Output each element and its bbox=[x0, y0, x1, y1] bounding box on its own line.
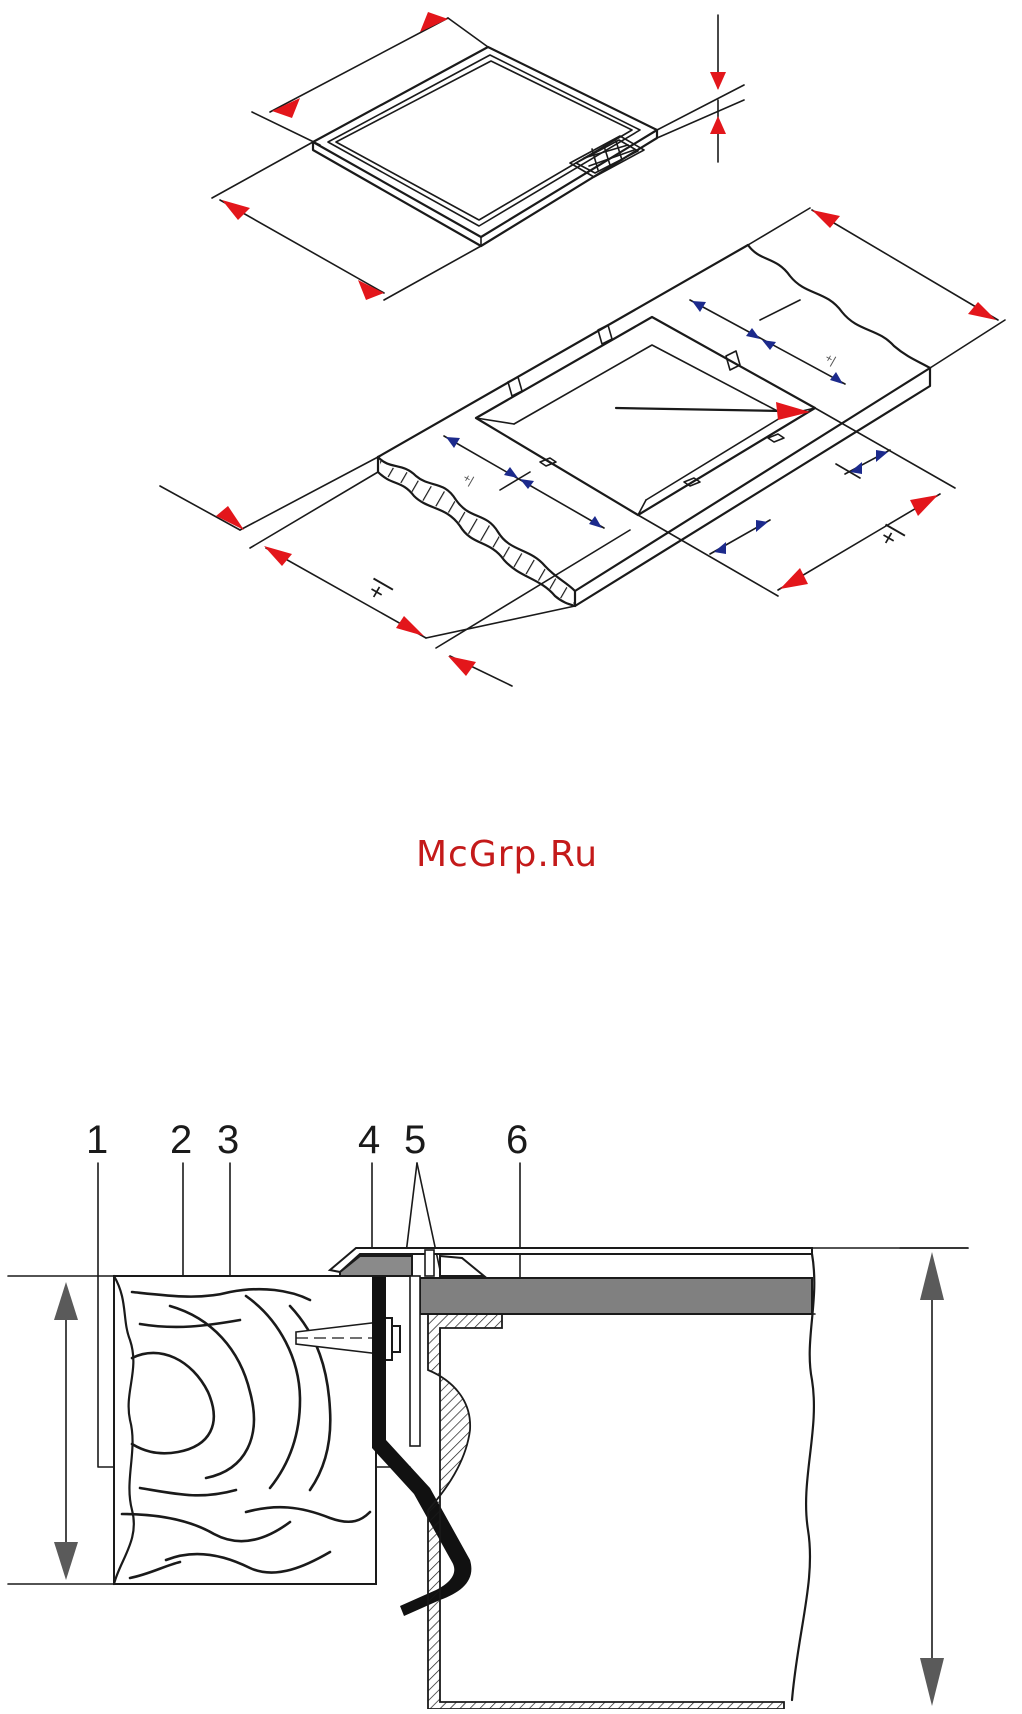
callout-4: 4 bbox=[358, 1118, 380, 1162]
callout-6: 6 bbox=[506, 1118, 528, 1162]
worktop-wood-section bbox=[8, 1276, 376, 1584]
red-arrow bbox=[910, 495, 938, 516]
red-arrow bbox=[448, 656, 476, 676]
red-arrow bbox=[216, 506, 244, 530]
hob-isometric bbox=[313, 47, 657, 246]
hob-body-section bbox=[428, 1254, 814, 1709]
callout-2: 2 bbox=[170, 1118, 192, 1162]
red-arrow bbox=[710, 116, 726, 134]
glass-panel bbox=[420, 1278, 812, 1314]
worktop-thickness-dimension bbox=[54, 1282, 78, 1580]
section-view: 1 2 3 4 5 6 bbox=[8, 1118, 968, 1709]
red-arrow bbox=[710, 72, 726, 90]
cutout-dimensions: +| +| bbox=[444, 300, 890, 554]
hob-dimensions bbox=[212, 12, 744, 300]
red-arrow bbox=[264, 546, 292, 566]
red-arrow bbox=[420, 12, 448, 32]
callout-labels: 1 2 3 4 5 6 bbox=[86, 1118, 528, 1162]
callout-3: 3 bbox=[217, 1118, 239, 1162]
callout-1: 1 bbox=[86, 1118, 108, 1162]
red-arrow bbox=[780, 568, 808, 589]
red-arrow bbox=[776, 402, 810, 420]
worktop-break-hatch bbox=[380, 460, 575, 604]
watermark: McGrp.Ru bbox=[416, 834, 598, 875]
hob-height-dimension bbox=[900, 1248, 968, 1706]
tol-right: +| bbox=[874, 520, 908, 551]
glass-top-section bbox=[330, 1248, 968, 1446]
control-panel bbox=[570, 136, 644, 177]
tol-cutout-left: +| bbox=[461, 470, 477, 487]
red-arrow bbox=[396, 616, 424, 636]
worktop-dimensions: +| +| bbox=[160, 208, 1005, 686]
red-arrow bbox=[812, 210, 840, 228]
worktop-isometric: +| +| bbox=[160, 208, 1005, 686]
red-arrow bbox=[222, 200, 250, 220]
callout-5: 5 bbox=[404, 1118, 426, 1162]
tol-cutout-right: +| bbox=[823, 350, 839, 367]
tol-front-left: +| bbox=[362, 574, 396, 605]
